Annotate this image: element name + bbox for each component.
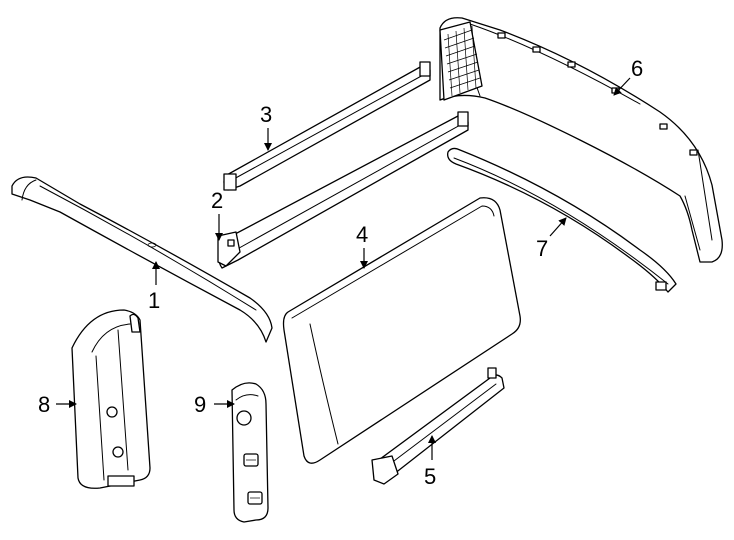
callout-1: 1 [148,261,160,313]
callout-2: 2 [211,188,223,241]
part-2-lower-rail [217,111,469,269]
svg-text:2: 2 [211,188,223,213]
part-6-hardtop-shell [439,17,723,263]
callout-6: 6 [613,56,643,96]
svg-text:7: 7 [536,236,548,261]
svg-text:6: 6 [631,56,643,81]
callout-5: 5 [424,435,436,489]
svg-text:4: 4 [356,222,368,247]
part-5-lower-seal [371,367,505,485]
callout-8: 8 [38,392,77,417]
svg-text:8: 8 [38,392,50,417]
callout-3: 3 [260,102,272,151]
svg-text:9: 9 [194,392,206,417]
callout-7: 7 [536,217,567,261]
part-7-weatherstrip [447,147,677,293]
svg-text:5: 5 [424,464,436,489]
callout-4: 4 [356,222,368,269]
callout-9: 9 [194,392,235,417]
part-9-pillar-cover [231,382,269,523]
part-4-window-panel [282,197,521,464]
part-3-upper-rail [223,61,431,191]
part-1-header-trim [11,176,273,343]
svg-text:1: 1 [148,288,160,313]
svg-text:3: 3 [260,102,272,127]
vent-grille [443,25,481,97]
part-8-pillar-trim [71,309,151,489]
